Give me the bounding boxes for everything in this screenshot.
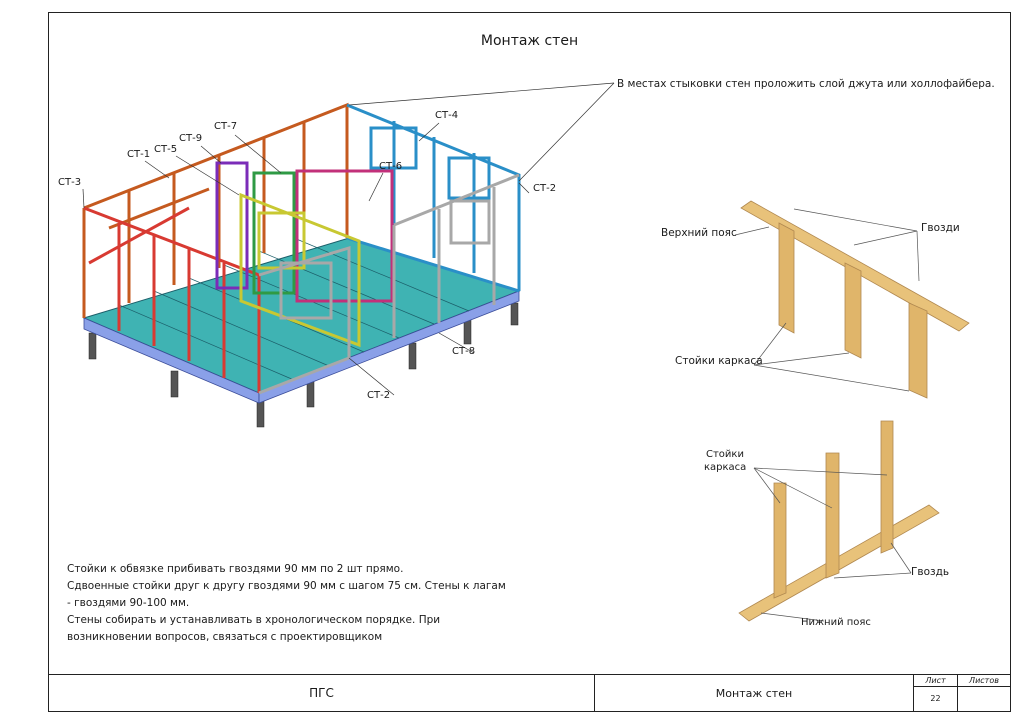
label-st8: СТ-8 xyxy=(452,346,476,357)
note-line: Стены собирать и устанавливать в хроноло… xyxy=(67,614,441,643)
label-studs-top: Стойки каркаса xyxy=(675,355,763,367)
wall-st6 xyxy=(295,169,394,303)
title-block-org: ПГС xyxy=(49,675,595,711)
sheet-title: Монтаж стен xyxy=(480,33,579,49)
title-block-sheets: Листов xyxy=(958,675,1010,711)
label-st7: СТ-7 xyxy=(214,121,238,132)
label-nails: Гвозди xyxy=(921,222,960,234)
assembly-notes: Стойки к обвязке прибивать гвоздями 90 м… xyxy=(67,561,512,646)
label-studs-line2: каркаса xyxy=(704,462,747,473)
label-st3: СТ-3 xyxy=(58,177,82,188)
sheet-number: 22 xyxy=(930,694,941,703)
joint-note: В местах стыковки стен проложить слой дж… xyxy=(617,78,995,90)
title-block-sheet-name: Монтаж стен xyxy=(595,675,914,711)
note-line: Сдвоенные стойки друг к другу гвоздями 9… xyxy=(67,580,506,609)
label-nail: Гвоздь xyxy=(911,566,950,578)
sheet-header: Лист xyxy=(914,675,957,687)
label-studs-line1: Стойки xyxy=(706,449,744,460)
bottom-chord-detail xyxy=(738,420,940,622)
top-chord-detail xyxy=(740,200,970,399)
label-st1: СТ-1 xyxy=(127,149,151,160)
label-st4: СТ-4 xyxy=(435,110,459,121)
label-st9: СТ-9 xyxy=(179,133,203,144)
drawing-sheet: Монтаж стен В местах стыковки стен проло… xyxy=(48,12,1011,712)
wall-st2-st8 xyxy=(258,173,520,395)
label-st6: СТ-6 xyxy=(379,161,403,172)
isometric-frame-drawing xyxy=(82,82,970,622)
note-line: Стойки к обвязке прибивать гвоздями 90 м… xyxy=(67,563,404,575)
label-top-chord: Верхний пояс xyxy=(661,227,737,239)
label-bottom-chord: Нижний пояс xyxy=(801,617,871,628)
label-st2-front: СТ-2 xyxy=(367,390,391,401)
sheets-header: Листов xyxy=(958,675,1010,687)
label-st2-right: СТ-2 xyxy=(533,183,557,194)
wall-st7 xyxy=(252,171,296,295)
wall-st9 xyxy=(215,161,249,290)
title-block: ПГС Монтаж стен Лист 22 Листов xyxy=(49,674,1010,711)
title-block-sheet: Лист 22 xyxy=(914,675,958,711)
wall-st5 xyxy=(239,192,361,348)
label-st5: СТ-5 xyxy=(154,144,178,155)
